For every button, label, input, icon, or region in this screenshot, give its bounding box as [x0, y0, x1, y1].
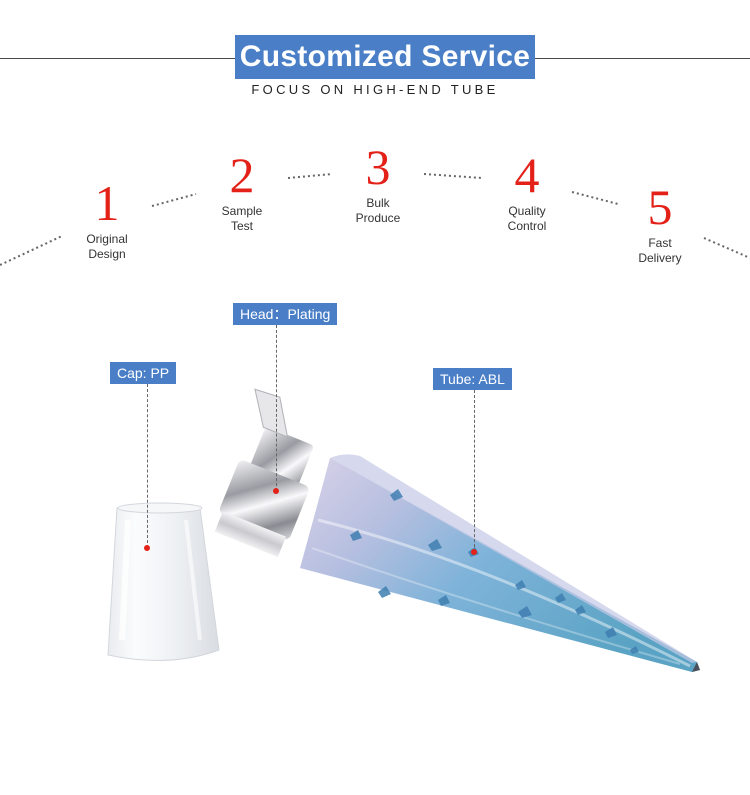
- connector-5: [703, 237, 750, 259]
- step-original-design: 1 Original Design: [57, 178, 157, 262]
- step-label: Sample Test: [192, 204, 292, 234]
- step-label-line: Sample: [221, 204, 263, 218]
- head-pointer-line: [276, 325, 277, 491]
- tube-pattern: [350, 489, 639, 654]
- step-number: 5: [647, 179, 673, 235]
- head-shape: [214, 388, 313, 558]
- cap-shape: [107, 502, 220, 661]
- header-rule-left: [0, 58, 235, 59]
- step-number: 1: [94, 175, 120, 231]
- step-sample-test: 2 Sample Test: [192, 150, 292, 234]
- tube-shape: [300, 454, 700, 672]
- step-number: 4: [514, 147, 540, 203]
- step-label: Bulk Produce: [328, 196, 428, 226]
- step-label-line: Original: [86, 232, 128, 246]
- step-label: Original Design: [57, 232, 157, 262]
- step-label: Quality Control: [477, 204, 577, 234]
- step-label-line: Design: [88, 247, 126, 261]
- step-label-line: Fast: [648, 236, 672, 250]
- step-label-line: Test: [230, 219, 253, 233]
- page-title: Customized Service: [235, 35, 535, 79]
- step-fast-delivery: 5 Fast Delivery: [610, 182, 710, 266]
- step-label-line: Delivery: [638, 251, 682, 265]
- cap-pointer-line: [147, 384, 148, 548]
- header-rule-right: [535, 58, 750, 59]
- connector-2: [287, 173, 333, 179]
- head-pointer-dot: [273, 488, 279, 494]
- head-callout: Head：Plating: [233, 303, 338, 325]
- step-connectors: [0, 173, 750, 266]
- cap-pointer-dot: [144, 545, 150, 551]
- step-bulk-produce: 3 Bulk Produce: [328, 142, 428, 226]
- step-label: Fast Delivery: [610, 236, 710, 266]
- step-label-line: Produce: [355, 211, 401, 225]
- tube-callout: Tube: ABL: [433, 368, 512, 390]
- cap-callout: Cap: PP: [110, 362, 177, 384]
- page-subtitle: FOCUS ON HIGH-END TUBE: [251, 82, 499, 97]
- step-label-line: Quality: [508, 204, 546, 218]
- connector-0: [0, 235, 63, 266]
- step-number: 3: [365, 139, 391, 195]
- step-quality-control: 4 Quality Control: [477, 150, 577, 234]
- step-label-line: Bulk: [366, 196, 390, 210]
- step-label-line: Control: [507, 219, 547, 233]
- step-number: 2: [229, 147, 255, 203]
- tube-pointer-line: [474, 390, 475, 552]
- tube-pointer-dot: [471, 549, 477, 555]
